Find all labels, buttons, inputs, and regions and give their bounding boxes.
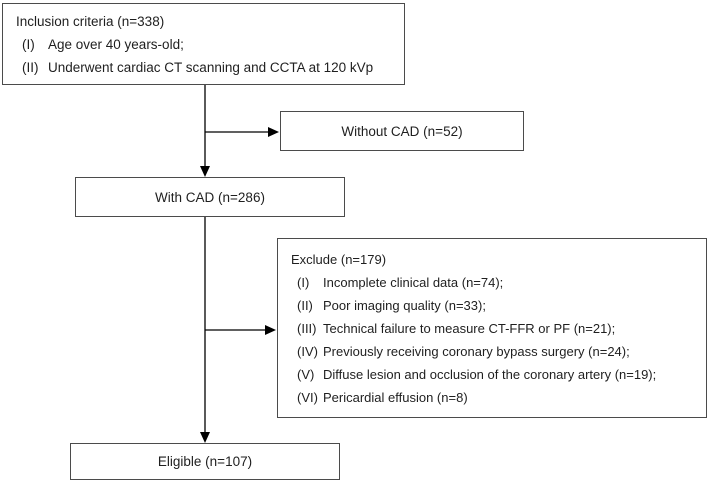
without-cad-label: Without CAD (n=52)	[341, 123, 463, 139]
eligible-box: Eligible (n=107)	[70, 443, 340, 480]
inclusion-item-numeral: (II)	[22, 60, 39, 75]
arrow-branch-without-cad-head	[268, 127, 279, 137]
exclude-item-text: Diffuse lesion and occlusion of the coro…	[323, 367, 657, 382]
exclude-item-numeral: (IV)	[297, 344, 318, 359]
exclude-item-text: Technical failure to measure CT-FFR or P…	[323, 321, 616, 336]
exclude-box: Exclude (n=179) (I) Incomplete clinical …	[277, 238, 707, 418]
exclude-item: (IV) Previously receiving coronary bypas…	[278, 340, 706, 363]
inclusion-item-text: Age over 40 years-old;	[48, 37, 184, 52]
exclude-item-text: Incomplete clinical data (n=74);	[323, 275, 504, 290]
exclude-item: (III) Technical failure to measure CT-FF…	[278, 317, 706, 340]
inclusion-item-text: Underwent cardiac CT scanning and CCTA a…	[48, 60, 374, 75]
exclude-item: (V) Diffuse lesion and occlusion of the …	[278, 363, 706, 386]
exclude-item: (II) Poor imaging quality (n=33);	[278, 294, 706, 317]
exclude-item: (I) Incomplete clinical data (n=74);	[278, 271, 706, 294]
with-cad-label: With CAD (n=286)	[155, 189, 265, 205]
exclude-item-text: Previously receiving coronary bypass sur…	[323, 344, 630, 359]
exclude-item-text: Pericardial effusion (n=8)	[323, 390, 468, 405]
eligible-label: Eligible (n=107)	[157, 454, 253, 469]
inclusion-criteria-box: Inclusion criteria (n=338) (I) Age over …	[2, 3, 405, 85]
inclusion-item: (I) Age over 40 years-old;	[3, 33, 404, 56]
arrow-withcad-to-eligible-head	[200, 432, 210, 443]
exclude-item-numeral: (VI)	[297, 390, 318, 405]
exclude-item-numeral: (V)	[297, 367, 315, 382]
exclude-item-numeral: (III)	[297, 321, 317, 336]
inclusion-item: (II) Underwent cardiac CT scanning and C…	[3, 56, 404, 79]
exclude-title: Exclude (n=179)	[291, 252, 387, 267]
exclude-item-numeral: (I)	[297, 275, 310, 290]
exclude-item: (VI) Pericardial effusion (n=8)	[278, 386, 706, 409]
arrow-inclusion-to-withcad-head	[200, 166, 210, 177]
with-cad-box: With CAD (n=286)	[75, 177, 345, 217]
exclude-item-numeral: (II)	[297, 298, 313, 313]
arrow-branch-exclude-head	[265, 325, 276, 335]
inclusion-item-numeral: (I)	[22, 37, 35, 52]
inclusion-criteria-title: Inclusion criteria (n=338)	[16, 14, 165, 29]
without-cad-box: Without CAD (n=52)	[280, 111, 524, 151]
exclude-item-text: Poor imaging quality (n=33);	[323, 298, 486, 313]
